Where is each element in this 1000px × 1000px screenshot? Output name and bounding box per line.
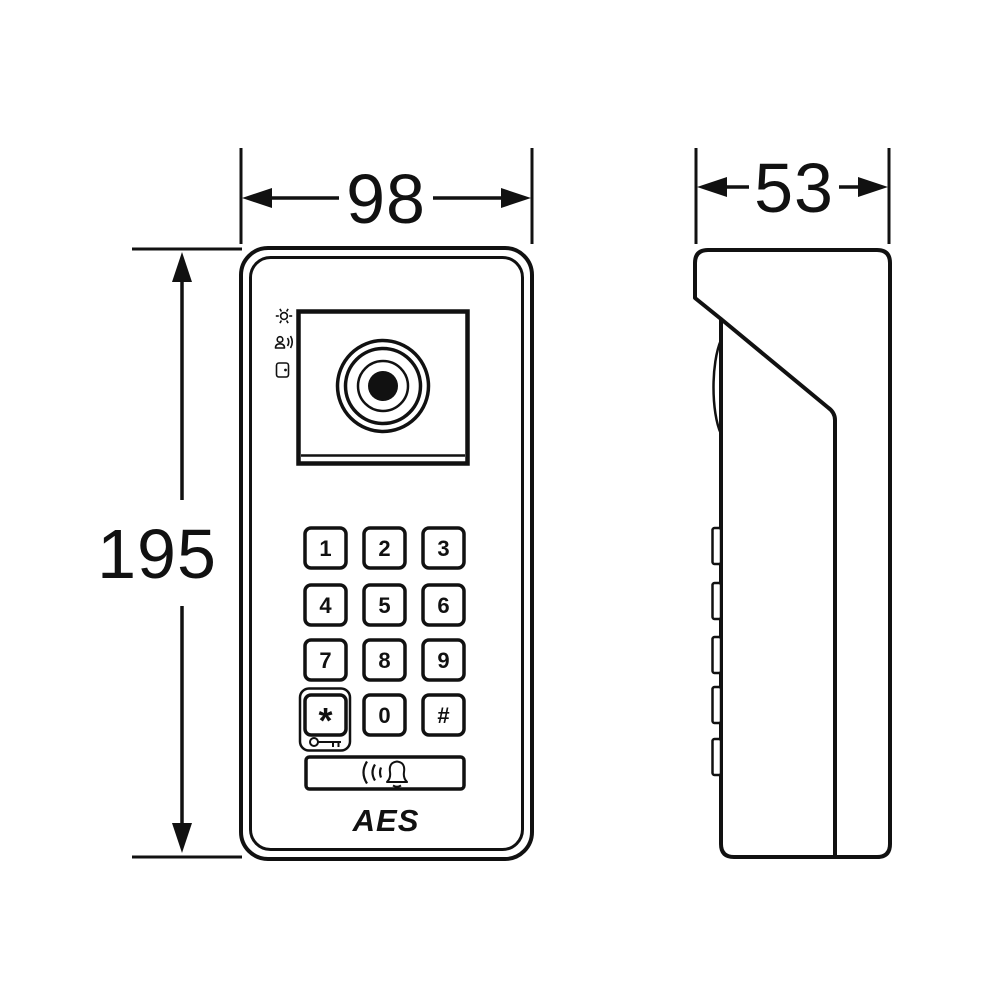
mounting-clip xyxy=(711,635,723,675)
status-indicators xyxy=(274,308,294,378)
side-outline xyxy=(693,248,892,859)
side-view xyxy=(693,248,892,859)
key-label: 0 xyxy=(378,703,390,728)
dimension-front-width: 98 xyxy=(239,148,534,244)
call-button xyxy=(304,755,466,791)
key-label: * xyxy=(318,700,332,741)
lens-bulge-profile xyxy=(712,339,723,435)
camera-lens-ring xyxy=(343,346,423,426)
mounting-clip xyxy=(711,685,723,725)
dimension-value-width: 98 xyxy=(346,160,426,238)
dimension-front-height: 195 xyxy=(97,247,242,859)
dimension-value-height: 195 xyxy=(97,515,217,593)
camera-lens-inner-ring xyxy=(356,359,410,413)
camera-lens-pupil xyxy=(368,371,398,401)
arrowhead-left xyxy=(242,188,272,208)
key-label: 3 xyxy=(437,536,449,561)
front-view: 1 2 3 4 5 6 7 xyxy=(239,246,534,861)
mounting-clips xyxy=(711,526,723,777)
keypad-key-5: 5 xyxy=(362,583,407,627)
hood-inner-edge xyxy=(719,317,837,857)
key-label: 7 xyxy=(319,648,331,673)
keypad-key-star-group: * xyxy=(298,687,352,752)
arrowhead-right xyxy=(858,177,888,197)
brand-logo: AES xyxy=(352,803,420,838)
keypad-key-3: 3 xyxy=(421,526,466,570)
keypad-key-2: 2 xyxy=(362,526,407,570)
mounting-clip xyxy=(711,526,723,566)
light-indicator-icon xyxy=(275,308,293,324)
keypad-key-8: 8 xyxy=(362,638,407,682)
keypad-key-0: 0 xyxy=(362,693,407,737)
camera-module xyxy=(296,309,470,466)
key-label: # xyxy=(437,703,449,728)
key-label: 2 xyxy=(378,536,390,561)
arrowhead-bottom xyxy=(172,823,192,853)
key-label: 5 xyxy=(378,593,390,618)
key-icon xyxy=(309,737,341,747)
door-release-indicator-icon xyxy=(275,362,290,378)
keypad-key-1: 1 xyxy=(303,526,348,570)
key-label: 6 xyxy=(437,593,449,618)
front-panel-inner-outline xyxy=(249,256,524,851)
key-label: 1 xyxy=(319,536,331,561)
mounting-clip xyxy=(711,737,723,777)
speak-indicator-icon xyxy=(274,335,294,349)
keypad-key-4: 4 xyxy=(303,583,348,627)
dimension-value-depth: 53 xyxy=(754,149,834,227)
camera-lens-outer-ring xyxy=(335,338,431,434)
call-button-outline xyxy=(304,755,466,791)
key-label: 8 xyxy=(378,648,390,673)
key-label: 4 xyxy=(319,593,332,618)
keypad-key-7: 7 xyxy=(303,638,348,682)
keypad-key-6: 6 xyxy=(421,583,466,627)
mounting-clip xyxy=(711,581,723,621)
arrowhead-left xyxy=(697,177,727,197)
star-key-outer-box xyxy=(298,687,352,752)
keypad-key-hash: # xyxy=(421,693,466,737)
sound-waves-bell-icon xyxy=(362,760,408,788)
dimension-side-depth: 53 xyxy=(694,148,891,244)
keypad: 1 2 3 4 5 6 7 xyxy=(298,526,466,752)
key-label: 9 xyxy=(437,648,449,673)
arrowhead-top xyxy=(172,252,192,282)
arrowhead-right xyxy=(501,188,531,208)
keypad-key-9: 9 xyxy=(421,638,466,682)
front-panel-outer-outline xyxy=(239,246,534,861)
